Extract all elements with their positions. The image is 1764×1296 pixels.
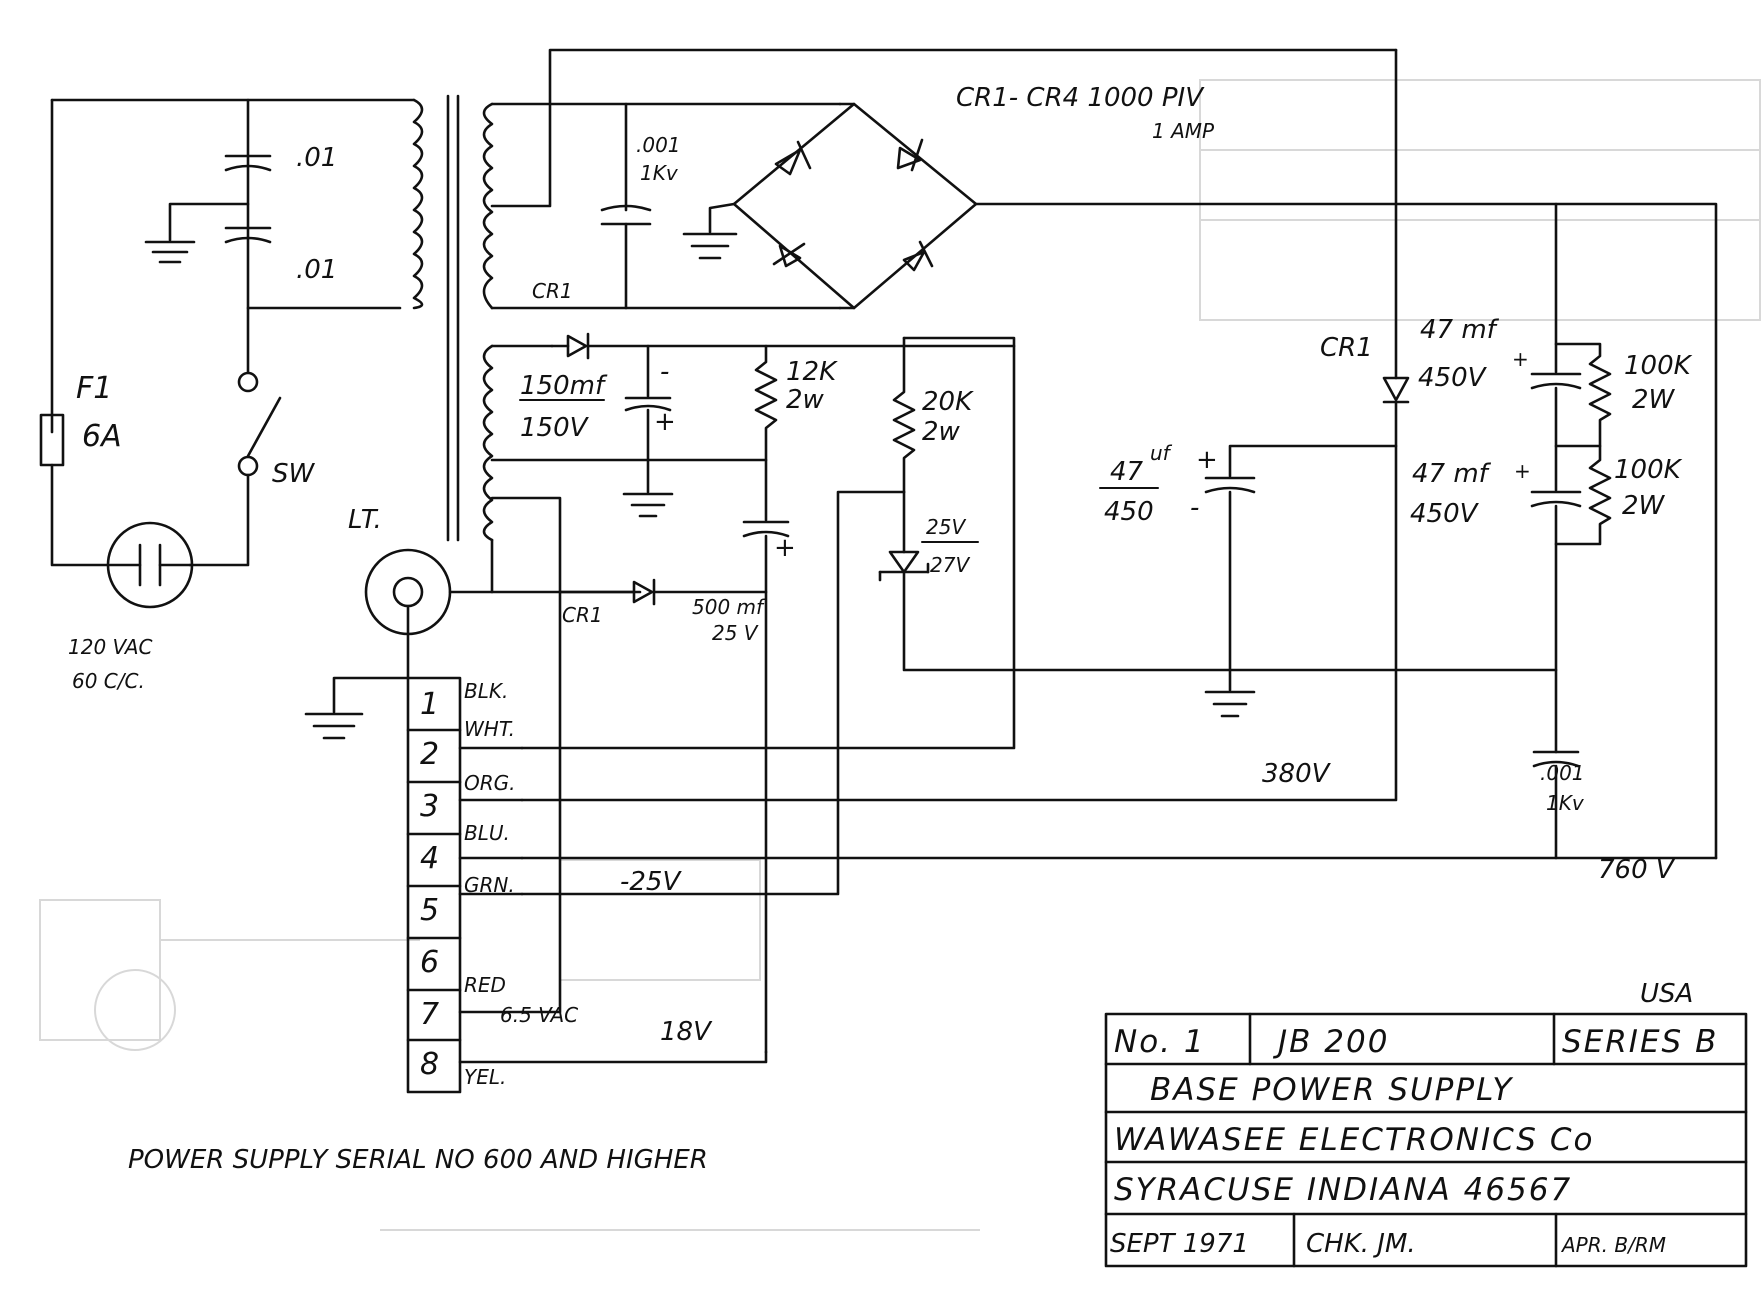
footer-note: POWER SUPPLY SERIAL NO 600 AND HIGHER [128,1145,708,1175]
wire-label-yel: YEL. [464,1065,506,1089]
title-number: No. 1 [1114,1024,1206,1060]
res100k-b-watts: 2W [1622,491,1666,521]
terminal-number-4: 4 [420,841,439,876]
terminal-number-7: 7 [420,997,439,1032]
cap150-minus: - [660,357,669,387]
wire-label-org: ORG. [464,771,516,795]
res20k-watts: 2w [922,417,961,447]
zener-voltage-2: 27V [930,553,970,577]
cap-top1-label: .01 [296,143,337,173]
cap47b-value: 47 mf [1412,459,1492,489]
bridge-rectifier [682,102,1718,860]
cr-bottom-label: CR1 [562,603,603,627]
cap500-voltage: 25 V [712,621,759,645]
mains-section [39,98,416,609]
low-voltage-section [520,332,1558,1054]
cap47b-voltage: 450V [1410,499,1480,529]
title-approved: APR. B/RM [1560,1233,1666,1257]
cap47-left-plus: + [1196,445,1218,475]
title-model: JB 200 [1272,1024,1389,1060]
wire-label-blk: BLK. [464,679,508,703]
bridge-label-line2: 1 AMP [1152,119,1215,143]
title-country: USA [1640,979,1693,1009]
res20k-value: 20K [922,387,974,417]
voltage-18: 18V [660,1017,713,1047]
res100k-b-value: 100K [1614,455,1683,485]
cap47a-voltage: 450V [1418,363,1488,393]
title-series: SERIES B [1562,1024,1718,1060]
title-location: SYRACUSE INDIANA 46567 [1114,1172,1572,1208]
title-date: SEPT 1971 [1110,1229,1249,1259]
mains-line2: 60 C/C. [72,669,145,693]
res12k-value: 12K [786,357,838,387]
cap-001-right-value: .001 [1540,761,1585,785]
component-labels: .01 .01 F1 6A SW 120 VAC 60 C/C. LT. .00… [68,83,1693,815]
wire-label-grn: GRN. [464,873,515,897]
res100k-a-watts: 2W [1632,385,1676,415]
cap150-value: 150mf [520,371,608,401]
res100k-a-value: 100K [1624,351,1693,381]
lamp-and-terminal-strip [304,548,768,1094]
wire-label-wht: WHT. [464,717,515,741]
cap-001-right-rating: 1Kv [1546,791,1585,815]
transformer [412,48,1398,1014]
terminal-number-3: 3 [420,789,439,824]
voltage-neg25: -25V [620,867,682,897]
terminal-number-6: 6 [420,945,439,980]
fuse-value-label: 6A [82,419,122,454]
cap500-plus: + [774,533,796,563]
fuse-name-label: F1 [76,371,112,406]
cap500-value: 500 mf [692,595,766,619]
title-block-text: USA No. 1 JB 200 SERIES B BASE POWER SUP… [1110,979,1718,1259]
switch-label: SW [272,459,316,489]
wire-label-blu: BLU. [464,821,510,845]
voltage-760: 760 V [1598,855,1676,885]
voltage-380: 380V [1262,759,1332,789]
terminal-number-1: 1 [420,687,439,722]
diode-cr1-label: CR1 [1320,333,1373,363]
cap-001-top [600,102,652,310]
terminal-number-2: 2 [420,737,439,772]
wire-label-red: RED [464,973,506,997]
terminal-number-8: 8 [420,1047,439,1082]
cr1-winding-label: CR1 [532,279,573,303]
cap-001-top-rating: 1Kv [640,161,679,185]
title-company: WAWASEE ELECTRONICS Co [1114,1122,1594,1158]
lamp-label: LT. [348,505,382,535]
cap-top2-label: .01 [296,255,337,285]
terminal-number-5: 5 [420,893,439,928]
title-name: BASE POWER SUPPLY [1150,1072,1513,1108]
cap47-left-voltage: 450 [1104,497,1154,527]
title-checked: CHK. JM. [1306,1229,1416,1259]
cap47b-plus: + [1514,459,1531,483]
hv-filter-section [520,48,1718,860]
voltage-6-5vac: 6.5 VAC [500,1003,578,1027]
cap47-left-minus: - [1190,493,1199,523]
mains-line1: 120 VAC [68,635,153,659]
res12k-watts: 2w [786,385,825,415]
cap150-plus: + [654,407,676,437]
cap-001-top-value: .001 [636,133,681,157]
cap47a-plus: + [1512,347,1529,371]
cap47-left-unit: uf [1150,441,1173,465]
cap47-left-value: 47 [1110,457,1144,487]
zener-voltage-1: 25V [926,515,966,539]
cap150-voltage: 150V [520,413,590,443]
voltage-labels: 380V 760 V -25V 6.5 VAC 18V [500,759,1676,1047]
title-block [1104,1012,1748,1268]
bridge-label-line1: CR1- CR4 1000 PIV [956,83,1205,113]
terminal-labels: 1 2 3 4 5 6 7 8 BLK. WHT. ORG. BLU. GRN.… [420,679,516,1089]
cap47a-value: 47 mf [1420,315,1500,345]
bleed-through-ghost [39,79,1761,1231]
